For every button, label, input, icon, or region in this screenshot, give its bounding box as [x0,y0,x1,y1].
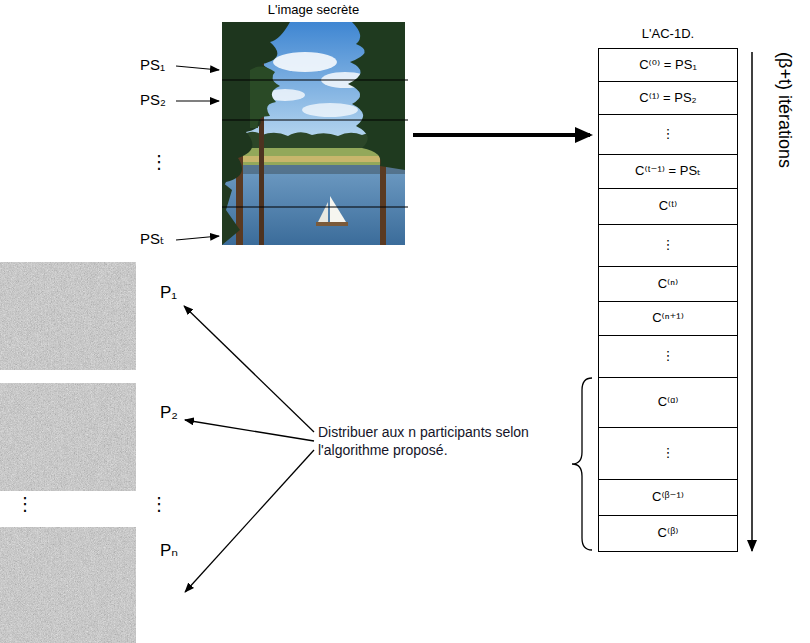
band-pointer [176,236,219,240]
state-cell: C⁽ⁿ⁾ [598,266,738,302]
panel-title: L'image secrète [222,2,405,19]
band-divider [222,79,408,80]
flow-arrow [184,306,314,432]
cell-text: ⋮ [662,348,675,365]
cell-text: C⁽ⁿ⁺¹⁾ [652,310,684,327]
band-pointer [176,100,219,101]
photo-cloud [302,103,358,117]
cell-text: ⋮ [662,126,675,143]
cell-text: C⁽ᵝ⁻¹⁾ [652,489,684,506]
state-cell: C⁽ᵅ⁾ [598,377,738,428]
share-image: P₂ [0,383,181,491]
note-text: Distribuer aux n participants selon l'al… [318,424,540,459]
photo-reflection [222,165,405,174]
state-cell: C⁽ᵗ⁾ [598,188,738,225]
noise-share-image [0,262,136,370]
cell-text: C⁽ᵅ⁾ [658,394,679,411]
automaton-column: L'AC-1D. C⁽⁰⁾ = PS₁ C⁽¹⁾ = PS₂ ⋮ C⁽ᵗ⁻¹⁾ = PS… [598,26,738,553]
band-pointer [176,66,219,70]
state-cell: C⁽⁰⁾ = PS₁ [598,48,738,82]
photo-shore-bush [222,182,240,245]
band-label: PSₜ [140,230,164,247]
photo-hull [316,222,348,226]
photo-pine [348,22,405,170]
ellipsis: ⋮ [150,494,168,514]
noise-share-image [0,383,136,491]
cell-text: C⁽ⁿ⁾ [658,276,679,293]
secret-photo [222,22,405,245]
state-cell: ⋮ [598,224,738,267]
band-divider [222,119,408,120]
state-cell: C⁽ᵗ⁻¹⁾ = PSₜ [598,154,738,189]
flow-arrow [413,133,590,137]
noise-share-image [0,527,136,643]
state-cell: C⁽ᵝ⁻¹⁾ [598,479,738,516]
cell-text: ⋮ [662,445,675,462]
ellipsis: ⋮ [16,494,34,514]
photo-sail [330,196,346,222]
range-bracket [572,378,592,550]
state-cell: ⋮ [598,335,738,378]
column-title: L'AC-1D. [598,26,738,43]
state-cell: ⋮ [598,427,738,480]
cell-text: C⁽ᵝ⁾ [658,525,679,542]
state-cell: C⁽ⁿ⁺¹⁾ [598,301,738,336]
cell-text: C⁽¹⁾ = PS₂ [639,90,696,107]
cell-text: C⁽ᵗ⁾ [659,198,678,215]
iteration-arrow [751,52,753,551]
photo-meadow [222,156,405,162]
state-cell: C⁽ᵝ⁾ [598,515,738,552]
photo-lake [222,165,405,245]
share-image: Pₙ [0,527,181,643]
ellipsis: ⋮ [150,152,168,172]
share-image: P₁ [0,262,180,370]
band-divider [222,206,408,207]
band-label: PS₁ [140,56,165,73]
photo-pine [222,22,290,190]
image-panel: L'image secrète [222,2,405,245]
flow-arrow [185,420,314,441]
state-cell: C⁽¹⁾ = PS₂ [598,81,738,115]
photo-cloud [273,52,337,72]
band-label: PS₂ [140,91,166,108]
cell-text: C⁽ᵗ⁻¹⁾ = PSₜ [635,163,701,180]
iteration-label: (β+t) itérations [775,52,795,168]
cell-text: C⁽⁰⁾ = PS₁ [639,57,697,74]
flow-arrow [185,450,314,592]
share-label: P₂ [160,402,178,424]
cell-text: ⋮ [662,237,675,254]
share-label: P₁ [160,282,177,304]
share-label: Pₙ [160,540,178,562]
photo-sail [318,202,328,222]
state-cell: ⋮ [598,114,738,155]
photo-pine [250,66,280,128]
distribution-note: Distribuer aux n participants selon l'al… [318,424,540,459]
